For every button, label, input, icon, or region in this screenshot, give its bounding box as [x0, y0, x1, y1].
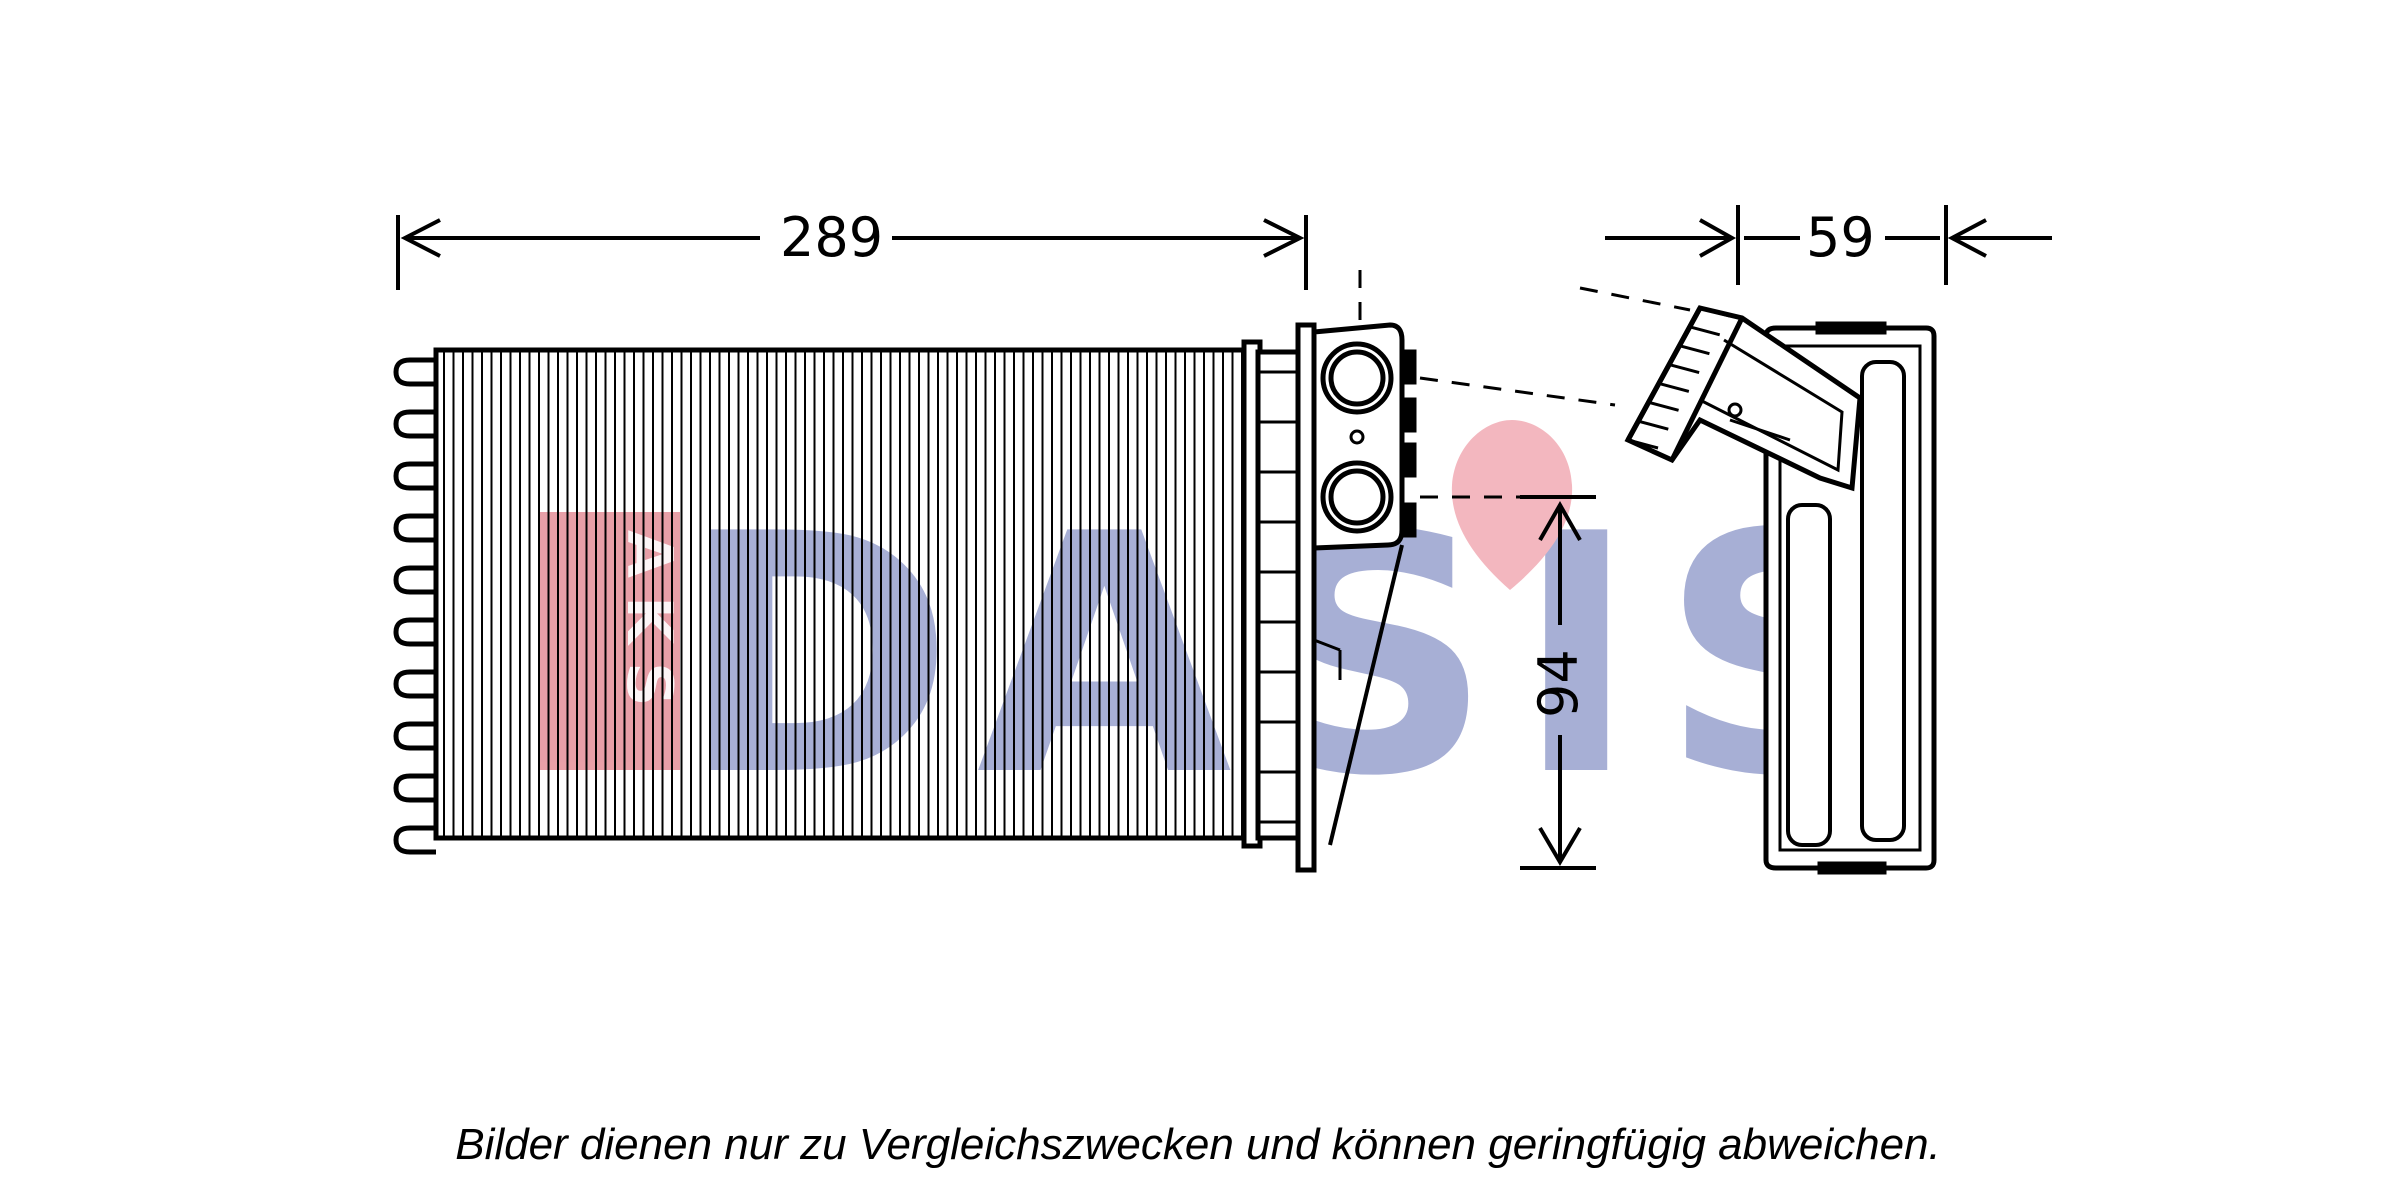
disclaimer-caption: Bilder dienen nur zu Vergleichszwecken u…	[455, 1120, 1941, 1169]
depth-dimension	[1605, 205, 2052, 285]
height-label: 94	[1527, 649, 1590, 718]
right-tank	[1241, 322, 1317, 873]
length-dimension	[396, 215, 1308, 290]
tube-ends	[393, 357, 436, 855]
watermark-drop	[1451, 420, 1573, 590]
watermark-aks-box	[538, 512, 680, 770]
pipe-flange	[1311, 322, 1417, 870]
projection-lines	[1358, 270, 1691, 499]
depth-label: 59	[1806, 206, 1875, 269]
radiator-core	[433, 347, 1247, 841]
side-pipe-connector	[1624, 305, 1863, 492]
length-label: 289	[780, 206, 883, 269]
